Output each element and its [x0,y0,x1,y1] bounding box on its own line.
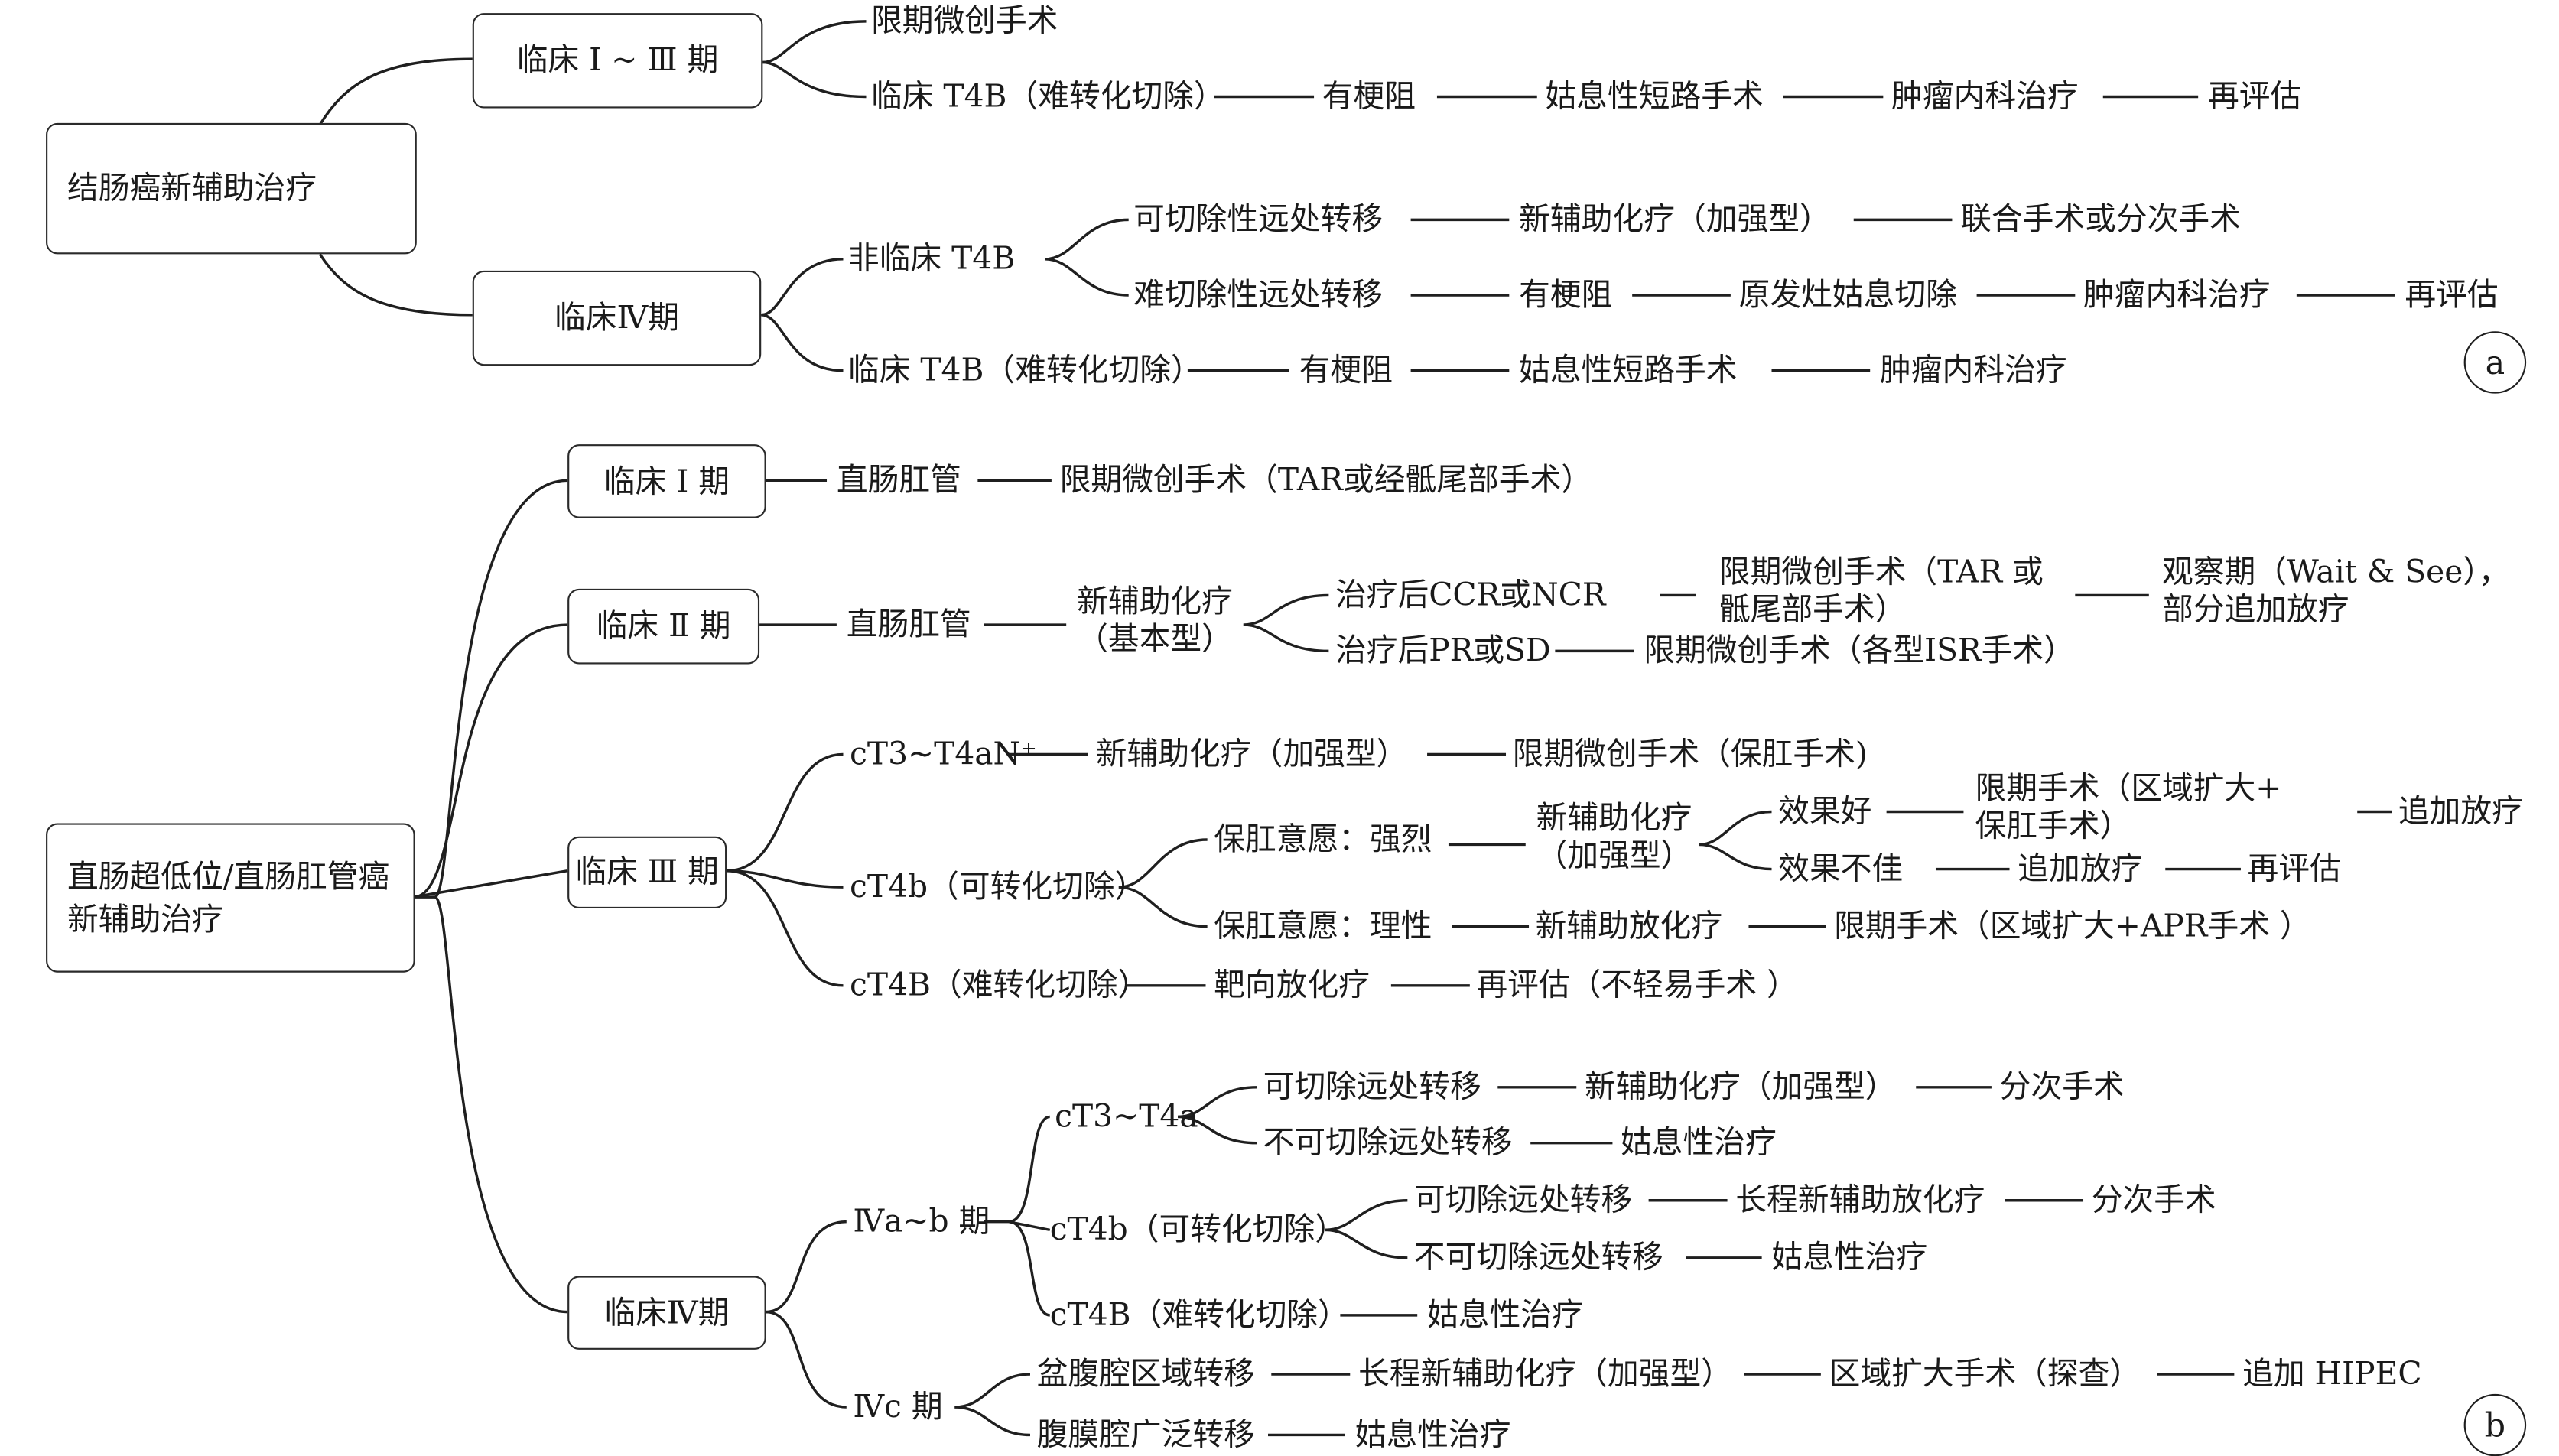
rectal-stage-1-label: 临床 Ⅰ 期 [603,463,730,500]
rectal-s1-surgery: 限期微创手术（TAR或经骶尾部手术） [1059,462,1592,499]
rectal-s3-poor-reeval: 再评估 [2247,850,2341,888]
colon-bypass-surgery-node: 姑息性短路手术 [1545,78,1764,115]
colon-neoadjuvant-intensive-node: 新辅助化疗（加强型） [1519,201,1831,238]
colon-non-t4b-node: 非临床 T4B [847,241,1016,278]
rectal-s3-targeted: 靶向放化疗 [1214,967,1371,1004]
rectal-s3-t4b: cT4B（难转化切除） [850,967,1149,1004]
rectal-s3-add-radio: 追加放疗 [2398,793,2523,830]
colon-reeval-node-2: 再评估 [2405,277,2499,314]
rectal-s2-pr-surgery: 限期微创手术（各型ISR手术） [1644,632,2075,669]
rectal-s4-ivab: Ⅳa~b 期 [853,1204,990,1240]
rectal-s3-limited-line1: 限期手术（区域扩大+ [1975,770,2282,808]
colon-obstruction-node-3: 有梗阻 [1299,353,1393,389]
rectal-s4-ct4b-staged: 分次手术 [2091,1182,2216,1219]
colon-stage-1-3-box: 临床 Ⅰ ~ Ⅲ 期 [472,13,763,109]
rectal-s3-chemo-line1: 新辅助化疗 [1536,800,1692,837]
rectal-s2-ccr-surgery-line2: 骶尾部手术） [1718,592,1907,629]
rectal-s3-reeval: 再评估（不轻易手术 ） [1476,967,1798,1004]
rectal-stage-4-label: 临床Ⅳ期 [604,1295,730,1331]
rectal-s4-ct4b-hard: cT4B（难转化切除） [1049,1297,1349,1334]
rectal-s4-peritoneal-palliative: 姑息性治疗 [1354,1416,1511,1454]
rectal-s2-chemo-line1: 新辅助化疗 [1077,583,1233,620]
colon-stage-1-3-label: 临床 Ⅰ ~ Ⅲ 期 [516,42,719,79]
rectal-s2-observe-line2: 部分追加放疗 [2161,592,2349,629]
rectal-s4-ct4b-palliative: 姑息性治疗 [1771,1240,1928,1276]
rectal-s2-ccr-surgery: 限期微创手术（TAR 或 骶尾部手术） [1719,554,2044,630]
colon-combined-staged-surgery-node: 联合手术或分次手术 [1960,201,2241,238]
rectal-s3-limited: 限期手术（区域扩大+ 保肛手术） [1975,771,2281,847]
rectal-s2-site: 直肠肛管 [846,606,971,643]
rectal-s2-chemo: 新辅助化疗 （基本型） [1069,583,1240,659]
rectal-s3-wish-rational: 保肛意愿：理性 [1214,908,1432,945]
colon-t4b-node-2: 临床 T4B（难转化切除） [847,353,1202,389]
colon-oncology-node-3: 肿瘤内科治疗 [1880,353,2067,389]
colon-root-box: 结肠癌新辅助治疗 [46,122,417,255]
rectal-s4-pelvic: 盆腹腔区域转移 [1036,1356,1255,1393]
colon-t4b-node: 临床 T4B（难转化切除） [870,78,1225,115]
rectal-s3-rational-surgery: 限期手术（区域扩大+APR手术 ） [1833,908,2311,945]
rectal-stage-1-box: 临床 Ⅰ 期 [567,444,766,518]
rectal-s4-ct4b-unresectable: 不可切除远处转移 [1413,1240,1663,1276]
rectal-s3-ct3: cT3~T4aN⁺ [850,736,1037,773]
rectal-s4-pelvic-hipec: 追加 HIPEC [2242,1356,2422,1393]
rectal-s4-ivc: Ⅳc 期 [853,1389,943,1425]
rectal-s4-ct3-palliative: 姑息性治疗 [1621,1125,1777,1162]
rectal-s4-ct4b-chemo: 长程新辅助放化疗 [1735,1182,1985,1219]
rectal-s3-poor-add: 追加放疗 [2018,850,2143,888]
rectal-s4-ct3-staged: 分次手术 [1999,1069,2125,1106]
rectal-s2-ccr: 治疗后CCR或NCR [1335,577,1606,614]
rectal-root-label-line1: 直肠超低位/直肠肛管癌 [67,858,390,895]
rectal-s3-good: 效果好 [1778,793,1872,830]
rectal-s3-limited-line2: 保肛手术） [1975,808,2131,845]
rectal-s3-poor: 效果不佳 [1778,850,1904,888]
rectal-s2-observe: 观察期（Wait & See）， 部分追加放疗 [2162,554,2510,630]
colon-bypass-surgery-node-2: 姑息性短路手术 [1519,353,1738,389]
rectal-s4-pelvic-surgery: 区域扩大手术（探查） [1829,1356,2141,1393]
rectal-s4-ct3-unresectable: 不可切除远处转移 [1263,1125,1513,1162]
colon-reeval-node: 再评估 [2208,78,2302,115]
rectal-s4-ct4b-resectable: 可切除远处转移 [1413,1182,1633,1219]
rectal-stage-3-label: 临床 Ⅲ 期 [575,854,719,891]
rectal-root-label-line2: 新辅助治疗 [67,901,223,938]
rectal-s3-chemo-line2: （加强型） [1536,837,1692,875]
colon-obstruction-node-2: 有梗阻 [1519,277,1613,314]
rectal-s3-rational-chemo: 新辅助放化疗 [1535,908,1723,945]
colon-obstruction-node: 有梗阻 [1322,78,1416,115]
rectal-s1-site: 直肠肛管 [836,462,961,499]
rectal-s4-ct4b: cT4b（可转化切除） [1049,1211,1347,1248]
rectal-stage-3-box: 临床 Ⅲ 期 [567,836,727,909]
rectal-s2-ccr-surgery-line1: 限期微创手术（TAR 或 [1718,554,2044,591]
rectal-stage-4-box: 临床Ⅳ期 [567,1276,766,1350]
rectal-s3-wish-strong: 保肛意愿：强烈 [1214,821,1432,858]
rectal-s3-ct4b: cT4b（可转化切除） [850,869,1146,905]
rectal-root-box: 直肠超低位/直肠肛管癌 新辅助治疗 [46,823,415,973]
colon-primary-palliative-resection-node: 原发灶姑息切除 [1738,277,1957,314]
rectal-s2-observe-line1: 观察期（Wait & See）， [2161,554,2510,591]
rectal-s2-pr: 治疗后PR或SD [1335,632,1551,669]
colon-root-label: 结肠癌新辅助治疗 [67,171,317,207]
rectal-s4-peritoneal: 腹膜腔广泛转移 [1036,1416,1255,1454]
colon-unresectable-mets-node: 难切除性远处转移 [1133,277,1384,314]
rectal-s3-ct3-surgery: 限期微创手术（保肛手术) [1512,736,1868,773]
colon-oncology-node: 肿瘤内科治疗 [1891,78,2079,115]
rectal-stage-2-label: 临床 Ⅱ 期 [596,608,731,645]
colon-stage-4-box: 临床Ⅳ期 [472,270,762,366]
rectal-s4-ct3-resectable: 可切除远处转移 [1263,1069,1481,1106]
colon-oncology-node-2: 肿瘤内科治疗 [2083,277,2271,314]
rectal-s3-chemo: 新辅助化疗 （加强型） [1529,801,1699,876]
rectal-s4-ct3: cT3~T4a [1055,1098,1198,1135]
rectal-s3-ct3-chemo: 新辅助化疗（加强型） [1095,736,1408,773]
colon-limited-mis: 限期微创手术 [870,3,1058,40]
panel-a-label: a [2463,331,2527,394]
rectal-s4-ct4b-hard-palliative: 姑息性治疗 [1427,1297,1583,1334]
colon-stage-4-label: 临床Ⅳ期 [554,300,679,336]
panel-b-label: b [2463,1393,2527,1456]
rectal-s4-ct3-chemo: 新辅助化疗（加强型） [1584,1069,1897,1106]
rectal-s2-chemo-line2: （基本型） [1077,621,1233,658]
rectal-s4-pelvic-chemo: 长程新辅助化疗（加强型） [1358,1356,1733,1393]
colon-resectable-mets-node: 可切除性远处转移 [1133,201,1384,238]
rectal-stage-2-box: 临床 Ⅱ 期 [567,588,760,665]
